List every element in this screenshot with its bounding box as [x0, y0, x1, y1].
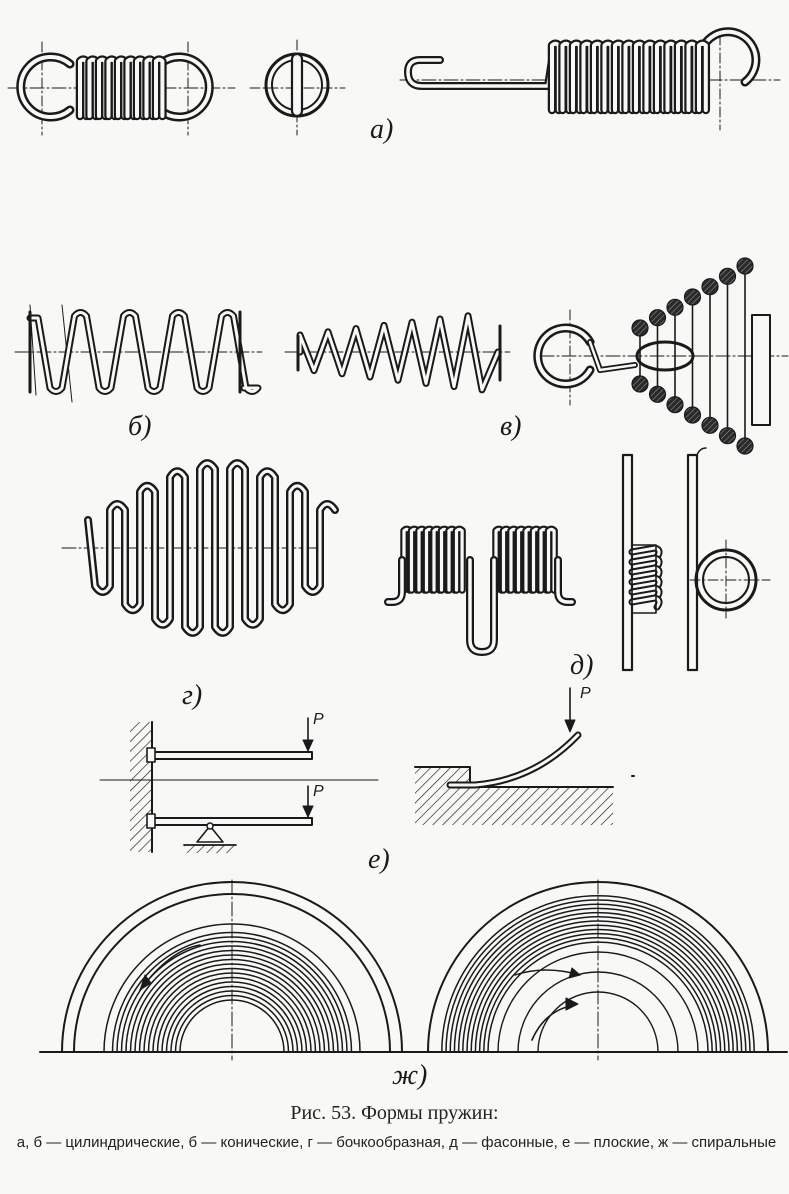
label-zh: ж) — [392, 1060, 428, 1091]
spring-end-view — [249, 39, 346, 136]
extension-spring-long-hook — [399, 27, 781, 131]
barrel-spring — [61, 459, 339, 637]
flat-cantilever-springs — [99, 717, 379, 853]
label-g: г) — [182, 680, 203, 711]
shaped-torsion-spring — [384, 525, 576, 656]
cylindrical-compression-spring — [14, 304, 263, 403]
force-label-2: P — [313, 783, 324, 800]
label-a: а) — [370, 114, 394, 145]
shaped-spring-side-view — [621, 447, 771, 672]
label-d: д) — [570, 650, 594, 681]
conical-spring-section — [533, 257, 789, 455]
force-label-3: P — [580, 685, 591, 702]
figure-caption-body: а, б — цилиндрические, б — конические, г… — [16, 1134, 777, 1151]
label-v: в) — [500, 411, 522, 442]
conical-compression-spring — [284, 312, 511, 394]
force-label-1: P — [313, 711, 324, 728]
extension-spring-hooks — [7, 41, 236, 136]
flat-bent-spring — [414, 687, 635, 825]
label-b: б) — [128, 411, 152, 442]
figure-caption-title: Рис. 53. Формы пружин: — [290, 1102, 499, 1124]
label-e: е) — [368, 844, 390, 875]
spiral-springs — [39, 879, 788, 1061]
